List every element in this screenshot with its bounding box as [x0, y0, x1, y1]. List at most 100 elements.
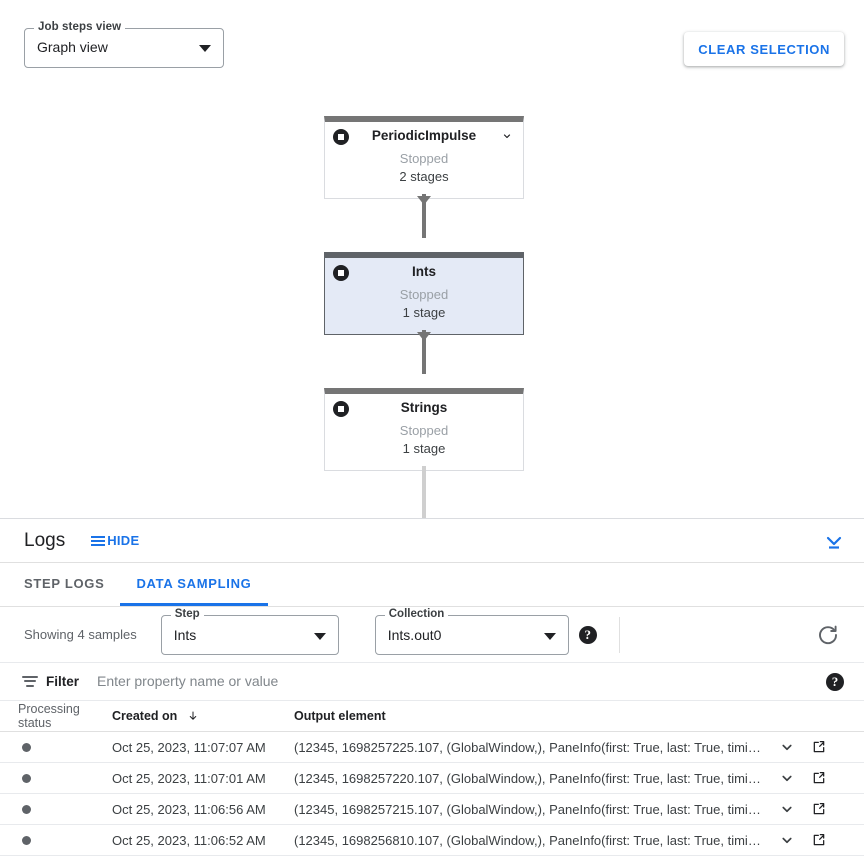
table-row[interactable]: Oct 25, 2023, 11:07:01 AM (12345, 169825…: [0, 763, 864, 795]
collection-select-value: Ints.out0: [387, 626, 442, 643]
tab-data-sampling[interactable]: DATA SAMPLING: [120, 563, 268, 607]
help-icon[interactable]: ?: [578, 625, 597, 644]
column-header-processing-status[interactable]: Processing status: [18, 702, 80, 731]
table-header-row: Processing status Created on Output elem…: [0, 701, 864, 733]
samples-table: Processing status Created on Output elem…: [0, 701, 864, 856]
open-in-new-icon: [813, 803, 825, 815]
logs-title: Logs: [24, 529, 66, 551]
column-header-output-element[interactable]: Output element: [294, 709, 386, 724]
column-header-created-on[interactable]: Created on: [112, 709, 294, 723]
graph-edge: [422, 466, 426, 519]
graph-edge: [422, 194, 426, 238]
graph-node-strings[interactable]: Strings Stopped 1 stage: [324, 388, 524, 471]
collection-select[interactable]: Collection Ints.out0: [374, 607, 569, 655]
chevron-down-icon: [313, 632, 326, 640]
cell-output-element: (12345, 1698257215.107, (GlobalWindow,),…: [294, 801, 772, 817]
graph-node-title: PeriodicImpulse: [371, 128, 477, 143]
job-steps-view-select[interactable]: Job steps view Graph view: [24, 21, 224, 68]
chevron-down-icon: [543, 632, 556, 640]
showing-samples-text: Showing 4 samples: [24, 627, 137, 643]
open-in-new-icon: [813, 772, 825, 784]
chevron-down-icon: [782, 806, 792, 813]
graph-node-header: Ints: [325, 258, 523, 286]
cell-created-on: Oct 25, 2023, 11:06:52 AM: [112, 832, 266, 848]
row-open-in-new-button[interactable]: [802, 739, 836, 755]
graph-edge-arrow: [417, 196, 431, 205]
cell-created-on: Oct 25, 2023, 11:06:56 AM: [112, 801, 266, 817]
graph-node-header: Strings: [325, 394, 523, 422]
graph-node-stages: 2 stages: [399, 169, 449, 184]
column-header-created-on-label: Created on: [112, 709, 178, 724]
collection-select-label: Collection: [384, 607, 449, 620]
logs-tabs: STEP LOGS DATA SAMPLING: [0, 563, 864, 608]
hamburger-icon: [91, 534, 106, 548]
graph-node-periodicimpulse[interactable]: PeriodicImpulse Stopped 2 stages: [324, 116, 524, 199]
table-row[interactable]: Oct 25, 2023, 11:06:56 AM (12345, 169825…: [0, 794, 864, 826]
data-sampling-controls: Showing 4 samples Step Ints Collection I…: [0, 607, 864, 663]
graph-node-stages: 1 stage: [402, 305, 446, 320]
row-expand-button[interactable]: [772, 738, 802, 756]
stop-icon: [333, 129, 349, 145]
chevron-down-icon[interactable]: [501, 130, 513, 142]
tab-step-logs[interactable]: STEP LOGS: [24, 575, 105, 591]
graph-node-stages: 1 stage: [402, 441, 446, 456]
filter-label: Filter: [46, 673, 80, 689]
row-expand-button[interactable]: [772, 769, 802, 787]
row-open-in-new-button[interactable]: [802, 770, 836, 786]
graph-edge: [422, 330, 426, 374]
status-dot-icon: [22, 835, 31, 845]
logs-panel-header: Logs HIDE: [0, 519, 864, 564]
filter-list-icon: [22, 673, 38, 689]
stop-icon: [333, 401, 349, 417]
status-dot-icon: [22, 742, 31, 752]
stop-icon: [333, 265, 349, 281]
graph-node-status: Stopped: [399, 151, 449, 166]
status-cell: [0, 804, 112, 814]
row-open-in-new-button[interactable]: [802, 801, 836, 817]
graph-node-status: Stopped: [399, 423, 449, 438]
open-in-new-icon: [813, 834, 825, 846]
step-select-value: Ints: [173, 626, 197, 643]
status-dot-icon: [22, 804, 31, 814]
job-steps-view-value: Graph view: [37, 39, 108, 55]
job-graph-panel: Job steps view Graph view CLEAR SELECTIO…: [0, 21, 864, 520]
table-row[interactable]: Oct 25, 2023, 11:06:52 AM (12345, 169825…: [0, 825, 864, 856]
graph-node-title: Ints: [411, 264, 436, 279]
open-in-new-icon: [813, 741, 825, 753]
divider: [618, 616, 620, 653]
cell-output-element: (12345, 1698256810.107, (GlobalWindow,),…: [294, 832, 772, 848]
cell-created-on: Oct 25, 2023, 11:07:01 AM: [112, 770, 266, 786]
cell-output-element: (12345, 1698257220.107, (GlobalWindow,),…: [294, 770, 772, 786]
step-select-label: Step: [170, 607, 204, 620]
chevron-down-icon: [199, 45, 211, 52]
filter-input[interactable]: [95, 672, 660, 691]
graph-node-title: Strings: [400, 400, 448, 415]
row-expand-button[interactable]: [772, 800, 802, 818]
hide-logs-label: HIDE: [107, 533, 140, 549]
status-cell: [0, 835, 112, 845]
help-icon[interactable]: ?: [826, 672, 844, 691]
hide-logs-button[interactable]: HIDE: [91, 533, 139, 548]
collapse-down-icon[interactable]: [822, 529, 846, 553]
graph-node-header: PeriodicImpulse: [325, 122, 523, 150]
cell-output-element: (12345, 1698257225.107, (GlobalWindow,),…: [294, 739, 772, 755]
cell-created-on: Oct 25, 2023, 11:07:07 AM: [112, 739, 266, 755]
filter-row: Filter ?: [0, 662, 864, 702]
chevron-down-icon: [782, 744, 792, 751]
row-expand-button[interactable]: [772, 831, 802, 849]
graph-node-status: Stopped: [399, 287, 449, 302]
status-dot-icon: [22, 773, 31, 783]
clear-selection-button[interactable]: CLEAR SELECTION: [684, 32, 844, 66]
table-row[interactable]: Oct 25, 2023, 11:07:07 AM (12345, 169825…: [0, 732, 864, 764]
arrow-down-icon: [190, 711, 197, 720]
status-cell: [0, 773, 112, 783]
graph-node-ints[interactable]: Ints Stopped 1 stage: [324, 252, 524, 335]
chevron-down-icon: [782, 775, 792, 782]
row-open-in-new-button[interactable]: [802, 832, 836, 848]
status-cell: [0, 742, 112, 752]
step-select[interactable]: Step Ints: [160, 607, 339, 655]
chevron-down-icon: [782, 837, 792, 844]
graph-edge-arrow: [417, 332, 431, 341]
refresh-icon[interactable]: [816, 623, 840, 647]
